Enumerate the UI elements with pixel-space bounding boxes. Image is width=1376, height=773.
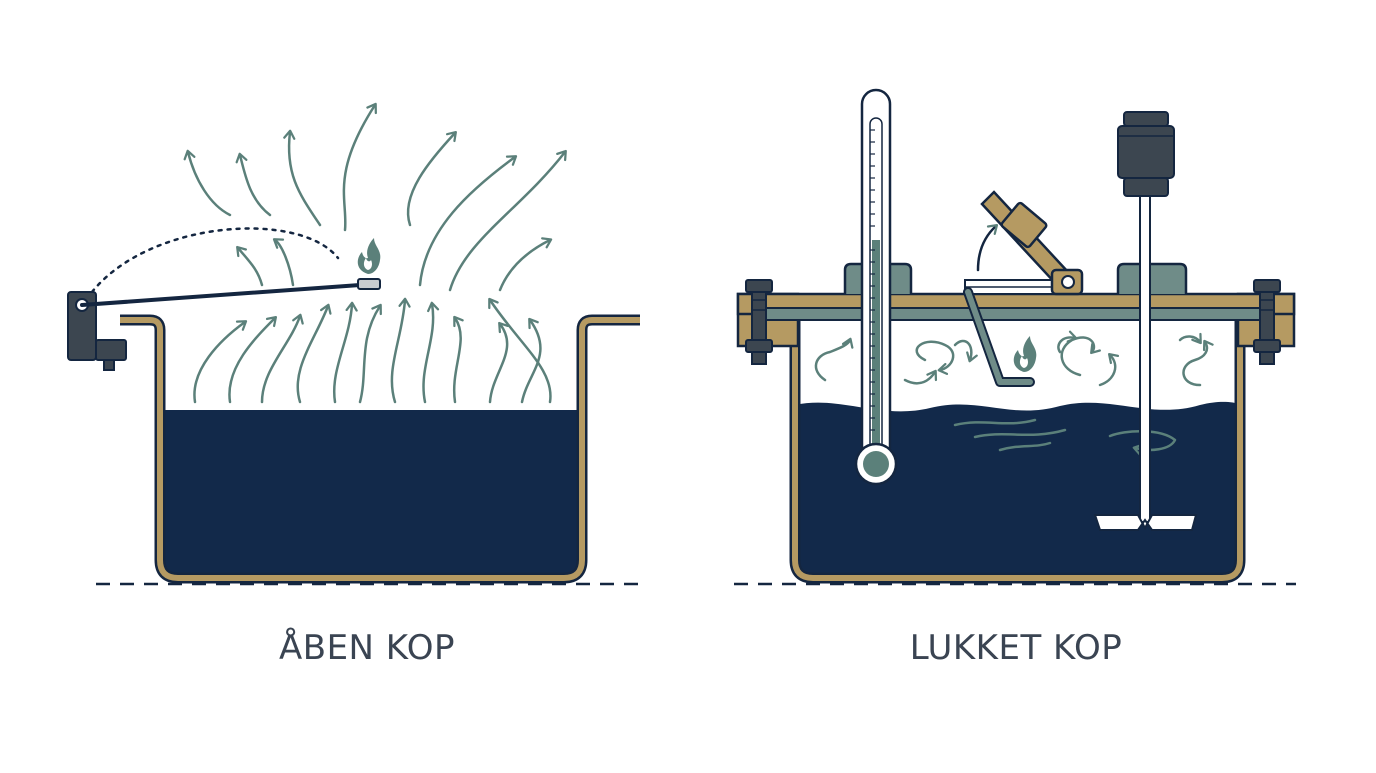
closed-cup-apparatus [734,88,1296,586]
open-cup-caption: ÅBEN KOP [278,628,455,668]
open-cup-swing-path [90,227,340,294]
open-cup-nozzle [357,278,381,290]
closed-cup-bolt-right [1253,279,1281,365]
open-cup-vapor-arrows-outer [183,102,567,292]
open-cup-liquid [160,410,582,578]
open-cup-swing-arm [80,283,362,307]
closed-cup-bolt-left [745,279,773,365]
closed-cup-vapor-circulation [814,330,1214,387]
closed-cup-lid-boss-right [1116,262,1188,294]
closed-cup-flame-icon [1013,336,1037,372]
closed-cup-liquid [795,401,1240,578]
open-cup-apparatus [67,102,640,586]
closed-cup-surface-eddies [953,418,1177,456]
shutter-icon [963,190,1084,387]
stirrer-shaft [1139,195,1151,523]
open-cup-vapor-arrows-inner [193,297,552,404]
thermometer-icon [854,88,898,486]
open-cup-pivot-bracket [67,291,127,371]
motor-icon [1117,111,1175,197]
stirrer-paddle [1093,514,1198,531]
flame-icon [357,238,381,274]
closed-cup-caption: LUKKET KOP [909,628,1123,668]
